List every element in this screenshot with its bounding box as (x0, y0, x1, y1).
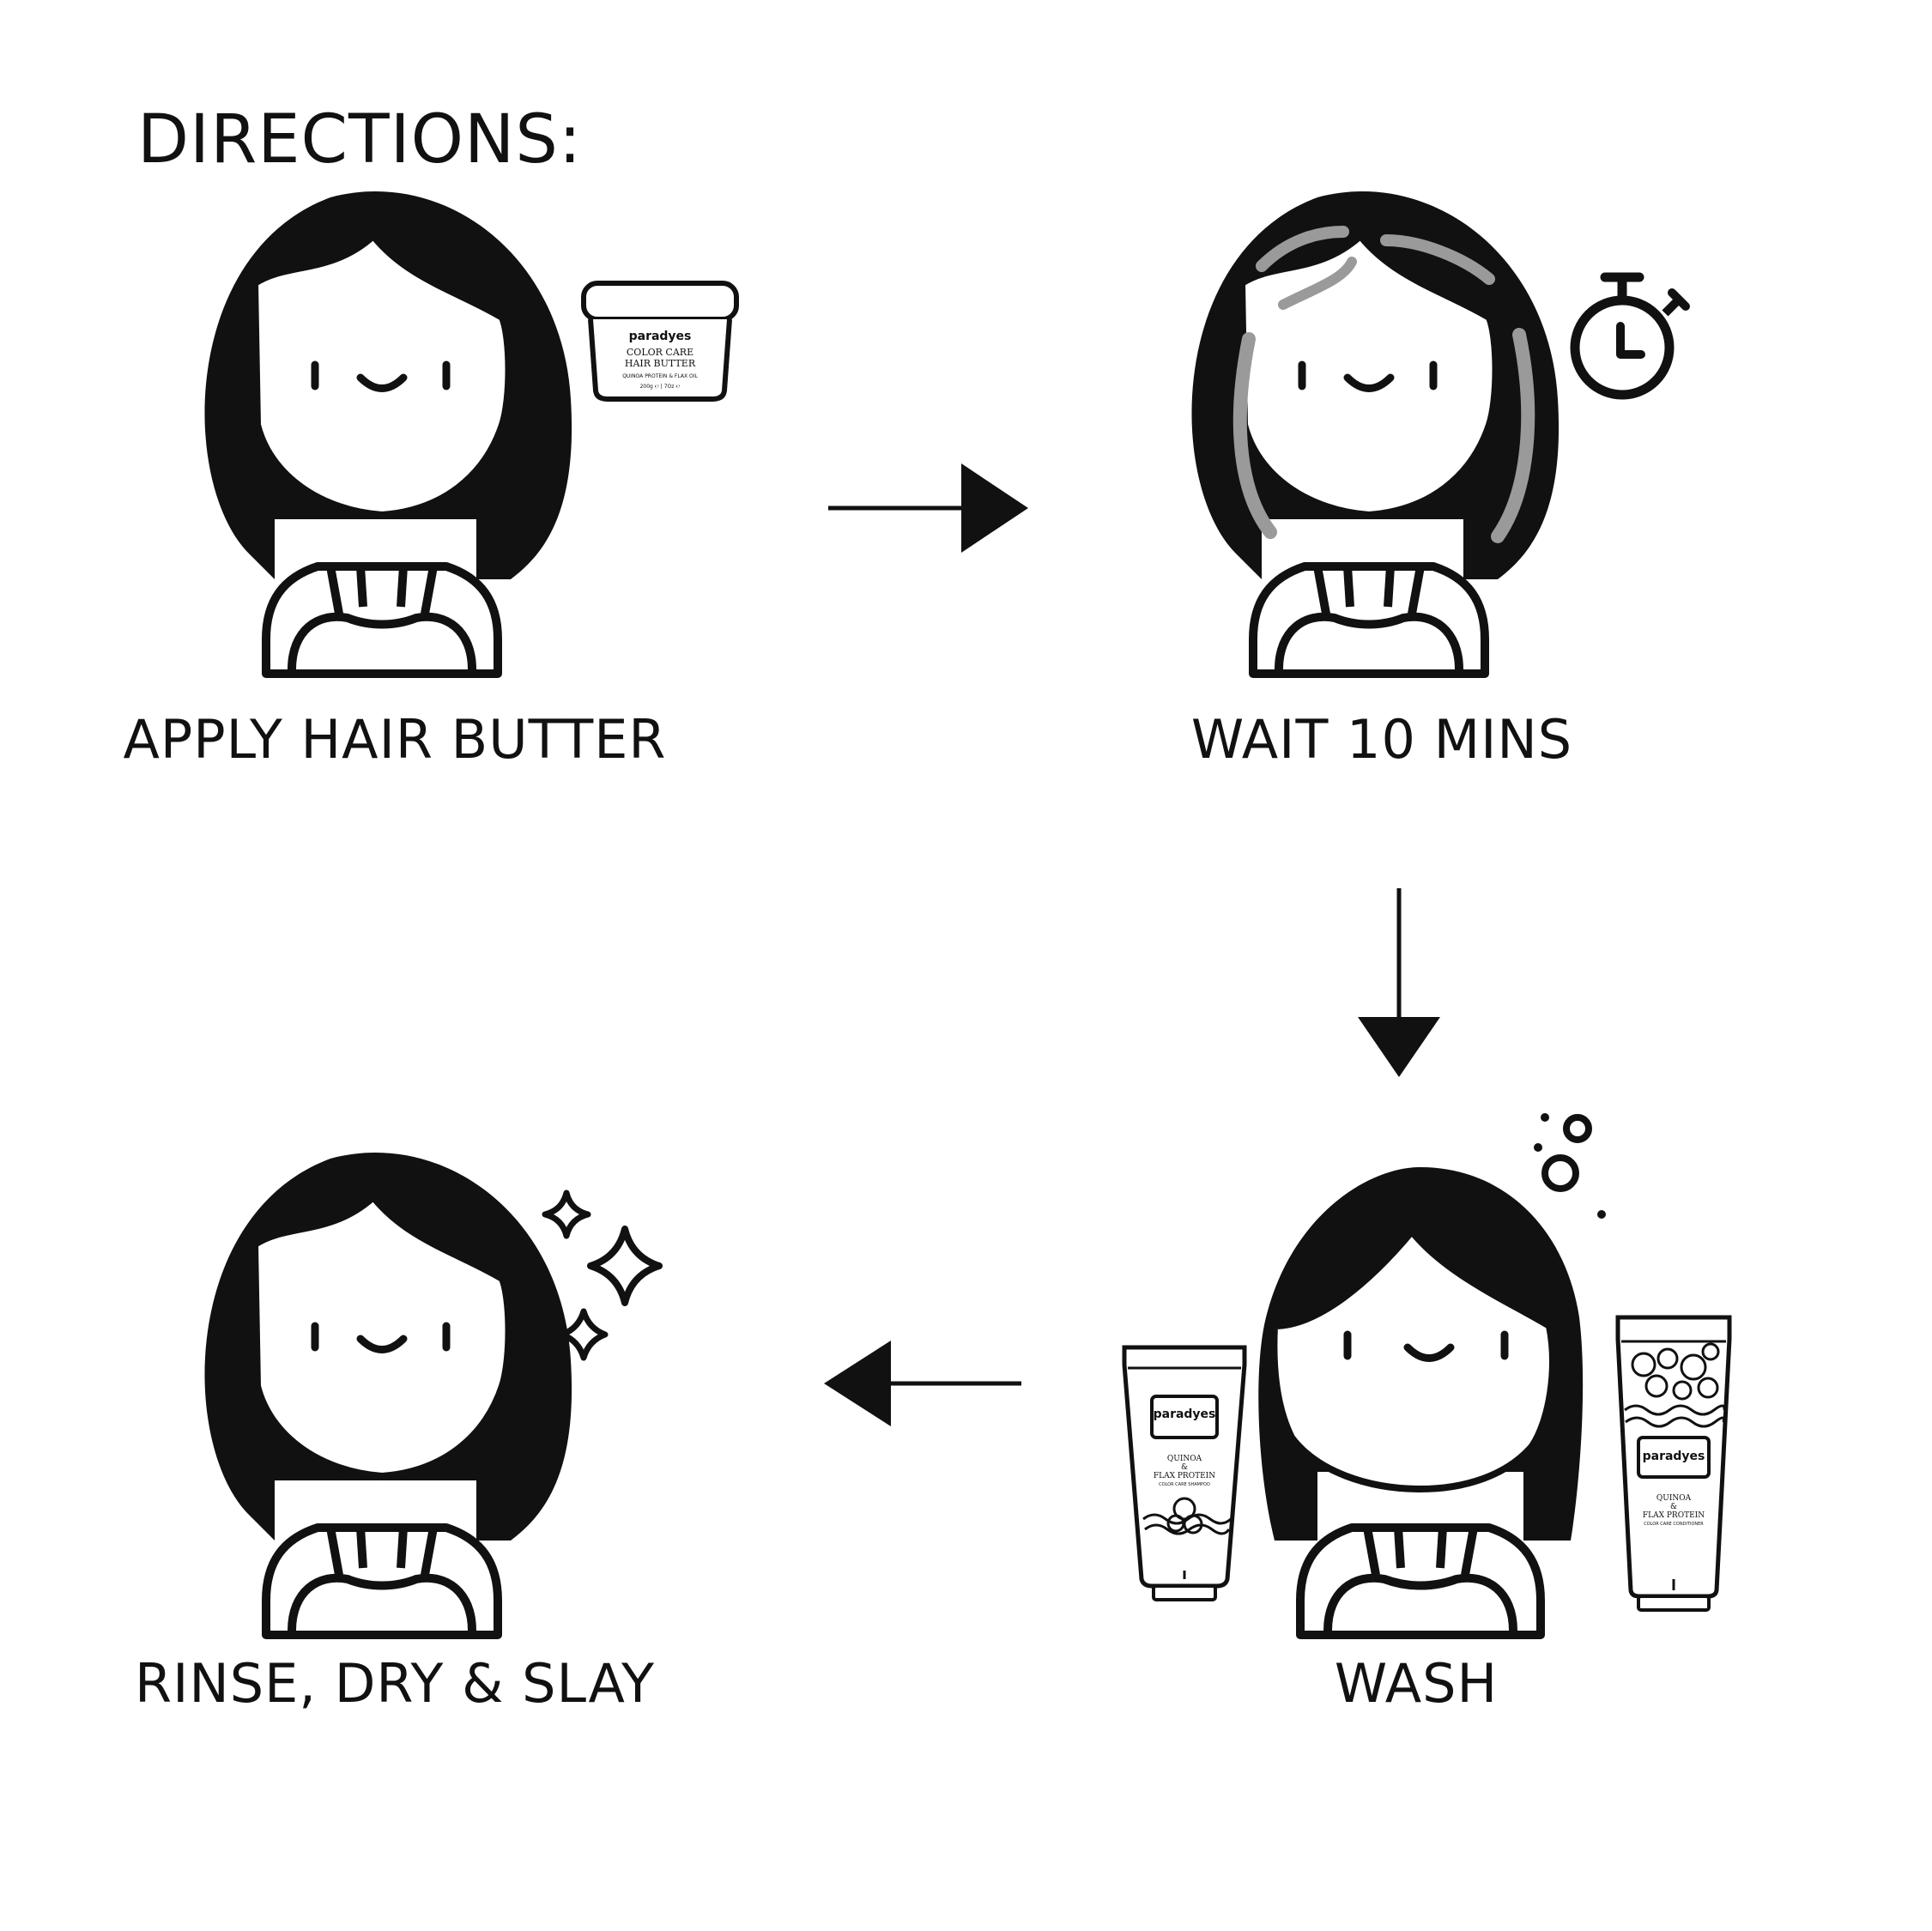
arrow-down-icon (1358, 888, 1440, 1077)
conditioner-brand: paradyes (1643, 1450, 1705, 1463)
conditioner-tube-icon: paradyes QUINOA & FLAX PROTEIN COLOR CAR… (1615, 1315, 1732, 1612)
jar-line4: 200g ℮ | 7Oz ℮ (640, 384, 681, 390)
jar-brand: paradyes (629, 330, 692, 343)
jar-line3: QUINOA PROTEIN & FLAX OIL (622, 373, 698, 379)
page-title: DIRECTIONS: (137, 101, 583, 179)
shampoo-line2: & (1181, 1463, 1188, 1472)
bubbles-icon (1534, 1113, 1606, 1219)
shampoo-line3: FLAX PROTEIN (1154, 1472, 1215, 1480)
step-4-figure (204, 1153, 572, 1635)
stopwatch-icon (1570, 272, 1690, 400)
conditioner-line2: & (1670, 1503, 1677, 1511)
step-3-label: WASH (1334, 1652, 1499, 1715)
step-2-figure (1191, 191, 1559, 674)
shampoo-tube-icon: paradyes QUINOA & FLAX PROTEIN COLOR CAR… (1122, 1345, 1247, 1601)
shampoo-line1: QUINOA (1167, 1455, 1202, 1463)
conditioner-line4: COLOR CARE CONDITIONER (1644, 1522, 1704, 1527)
sparkles-icon (542, 1189, 663, 1361)
jar-line1: COLOR CARE (627, 347, 693, 358)
step-3-figure (1258, 1167, 1584, 1639)
arrow-left-icon (824, 1341, 1021, 1426)
shampoo-line4: COLOR CARE SHAMPOO (1159, 1482, 1210, 1487)
arrow-right-icon (828, 463, 1028, 553)
conditioner-line1: QUINOA (1656, 1494, 1692, 1503)
step-2-label: WAIT 10 MINS (1190, 708, 1573, 771)
step-1-figure (204, 191, 572, 674)
step-4-label: RINSE, DRY & SLAY (135, 1652, 655, 1715)
hair-butter-jar-icon: paradyes COLOR CARE HAIR BUTTER QUINOA P… (581, 281, 739, 402)
conditioner-line3: FLAX PROTEIN (1643, 1511, 1705, 1520)
shampoo-brand: paradyes (1154, 1407, 1216, 1421)
step-1-label: APPLY HAIR BUTTER (123, 708, 667, 771)
jar-line2: HAIR BUTTER (625, 358, 696, 369)
